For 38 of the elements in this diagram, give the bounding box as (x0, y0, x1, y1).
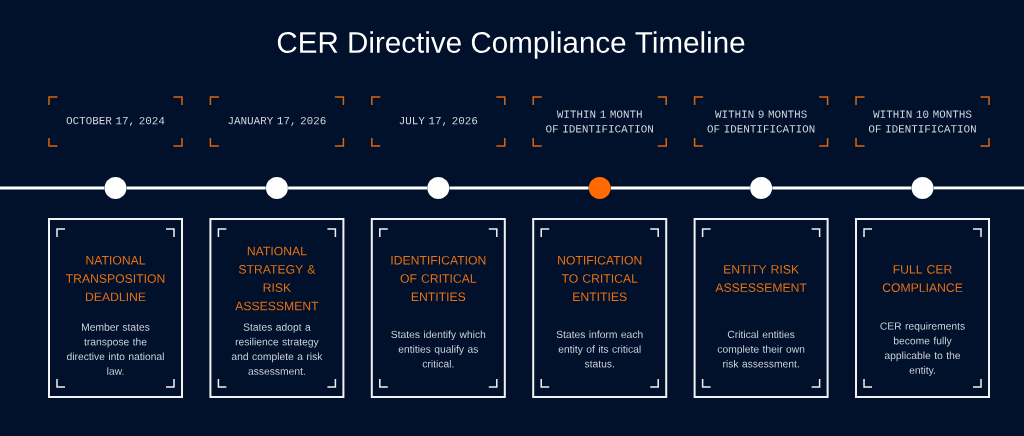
timeline-line (288, 186, 428, 190)
timeline-line (772, 186, 912, 190)
card-heading: FULL CER COMPLIANCE (882, 265, 963, 292)
timeline-dot (104, 177, 127, 199)
timeline-line (610, 186, 750, 190)
date-label: WITHIN 10 MONTHS OF IDENTIFICATION (855, 96, 990, 147)
card-heading: IDENTIFICATION OF CRITICAL ENTITIES (391, 255, 486, 302)
card-text: CER requirements become fully applicable to the entity. (880, 322, 965, 376)
card (693, 218, 829, 398)
card (370, 218, 506, 398)
timeline-dot (427, 177, 450, 199)
card-heading: ENTITY RISK ASSESSEMENT (715, 265, 807, 292)
timeline-dot (588, 177, 611, 199)
card (855, 218, 990, 398)
timeline-line (933, 186, 1024, 190)
timeline-line (0, 186, 105, 190)
card-heading: NATIONAL TRANSPOSITION DEADLINE (65, 255, 165, 302)
card-heading: NOTIFICATION TO CRITICAL ENTITIES (558, 255, 642, 302)
card (532, 218, 668, 398)
card-text: States inform each entity of its critical status. (556, 330, 643, 368)
timeline-dot (750, 177, 773, 199)
date-label: JULY 17, 2026 (371, 96, 506, 147)
card-text: Member states transpose the directive into national law. (67, 323, 164, 375)
card (48, 218, 183, 398)
card-text: States adopt a resilience strategy and complete a risk assessment. (231, 323, 323, 375)
date-label: OCTOBER 17, 2024 (48, 96, 183, 147)
date-label: JANUARY 17, 2026 (209, 96, 345, 147)
timeline-line (449, 186, 589, 190)
date-label: WITHIN 1 MONTH OF IDENTIFICATION (532, 96, 667, 147)
card-heading: NATIONAL STRATEGY & RISK ASSESSMENT (235, 246, 319, 311)
card-text: Critical entities complete their own risk assessment. (717, 330, 805, 368)
timeline-dot (911, 177, 934, 199)
timeline-dot (265, 177, 288, 199)
title: CER Directive Compliance Timeline (277, 31, 745, 59)
timeline-line (126, 186, 266, 190)
card-text: States identify which entities qualify as critical. (391, 330, 486, 368)
date-label: WITHIN 9 MONTHS OF IDENTIFICATION (693, 96, 829, 147)
card (209, 218, 345, 398)
